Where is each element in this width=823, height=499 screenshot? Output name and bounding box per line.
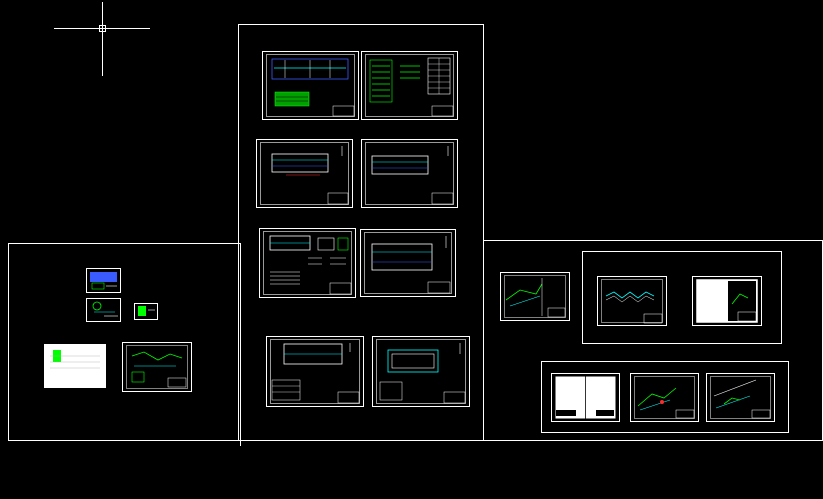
- sheet-right-4[interactable]: [551, 373, 620, 422]
- right-group-frame-top: [582, 251, 782, 344]
- sheet-small-2[interactable]: [86, 298, 121, 322]
- sheet-legend[interactable]: [361, 51, 458, 120]
- sheet-right-1[interactable]: [500, 272, 570, 321]
- sheet-elevation-2[interactable]: [372, 336, 470, 407]
- crosshair-cursor-icon: [54, 2, 150, 76]
- center-frame: [238, 24, 484, 441]
- sheet-small-3[interactable]: [134, 303, 158, 320]
- sheet-small-1[interactable]: [86, 268, 121, 293]
- sheet-elevation-1[interactable]: [266, 336, 364, 407]
- sheet-detail-1[interactable]: [259, 228, 356, 298]
- sheet-left-plan[interactable]: [122, 342, 192, 392]
- sheet-site-plan[interactable]: [262, 51, 359, 120]
- sheet-detail-2[interactable]: [360, 229, 456, 297]
- sheet-white-table[interactable]: [44, 344, 106, 388]
- sheet-floor-plan-2[interactable]: [361, 139, 458, 208]
- sheet-right-6[interactable]: [706, 373, 775, 422]
- sheet-right-3[interactable]: [692, 276, 762, 326]
- sheet-right-2[interactable]: [597, 276, 667, 326]
- right-group-frame-bottom: [541, 361, 789, 433]
- sheet-floor-plan-1[interactable]: [256, 139, 353, 208]
- sheet-right-5[interactable]: [630, 373, 699, 422]
- left-frame: [8, 243, 241, 441]
